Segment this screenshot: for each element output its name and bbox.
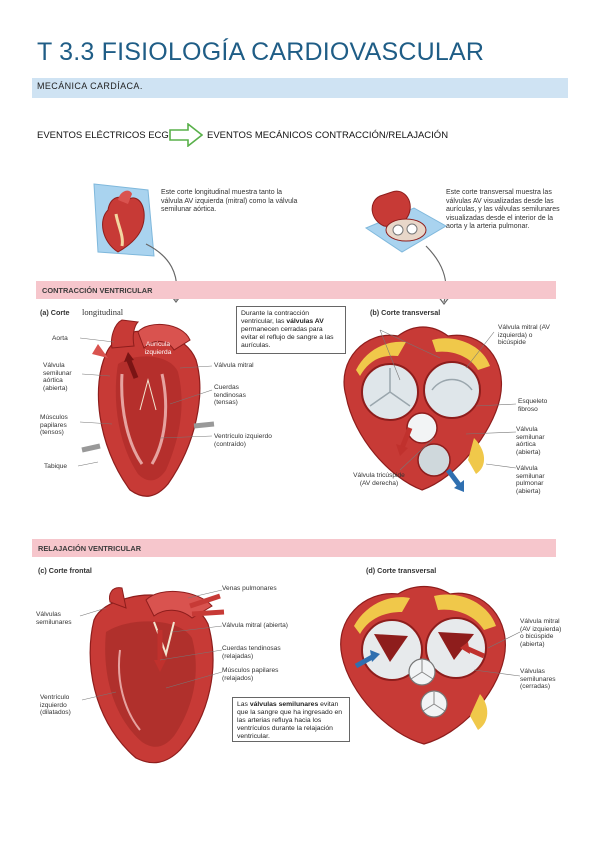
label-valvulas-semilunares: Válvulas semilunares — [36, 611, 72, 626]
label-b-valvula-mitral: Válvula mitral (AV izquierda) o bicúspid… — [498, 324, 550, 347]
label-musculos-papilares: Músculos papilares (tensos) — [40, 414, 68, 437]
band-contraction — [36, 281, 556, 299]
leader-lines-c — [79, 589, 223, 701]
heart-thumbnail-transversal — [364, 190, 448, 253]
label-b-semilunar-aortica: Válvula semilunar aórtica (abierta) — [516, 426, 545, 456]
label-tabique: Tabique — [44, 463, 68, 470]
label-auricula-izquierda: Aurícula izquierda — [144, 341, 172, 356]
panel-b-title: (b) Corte transversal — [370, 308, 441, 317]
panel-a-title: (a) Corte — [40, 308, 70, 317]
label-musculos-relajados: Músculos papilares (relajados) — [222, 667, 279, 682]
heart-frontal-relaxation — [89, 587, 225, 764]
leader-lines-d — [473, 631, 521, 677]
label-valvula-semilunar-aortica: Válvula semilunar aórtica (abierta) — [43, 362, 72, 392]
flow-right-text: EVENTOS MECÁNICOS CONTRACCIÓN/RELAJACIÓN — [207, 130, 449, 141]
section-heading: MECÁNICA CARDÍACA. — [37, 81, 143, 91]
caption-transversal: Este corte transversal muestra las válvu… — [446, 189, 560, 230]
section-bar — [32, 78, 568, 98]
label-cuerdas-tendinosas: Cuerdas tendinosas (tensas) — [214, 384, 246, 407]
note-box-semilunar-valves: Las válvulas semilunares evitan que la s… — [232, 697, 350, 742]
caption-longitudinal: Este corte longitudinal muestra tanto la… — [161, 189, 298, 213]
flow-left-text: EVENTOS ELÉCTRICOS ECG — [37, 130, 169, 141]
heart-longitudinal-contraction — [81, 319, 215, 497]
band-relaxation-title: RELAJACIÓN VENTRICULAR — [38, 544, 142, 553]
label-b-tricuspide: Válvula tricúspide (AV derecha) — [353, 472, 405, 487]
panel-a-handwritten-note: longitudinal — [82, 307, 124, 317]
label-cuerdas-relajadas: Cuerdas tendinosas (relajadas) — [222, 645, 281, 660]
leader-lines-b — [379, 329, 517, 471]
band-contraction-title: CONTRACCIÓN VENTRICULAR — [42, 286, 153, 295]
band-relaxation — [32, 539, 556, 557]
label-d-valvulas-semilunares: Válvulas semilunares (cerradas) — [520, 668, 556, 691]
heart-transversal-contraction — [343, 326, 502, 492]
label-b-semilunar-pulmonar: Válvula semilunar pulmonar (abierta) — [516, 465, 545, 495]
label-d-valvula-mitral: Válvula mitral (AV izquierda) o bicúspid… — [520, 618, 562, 648]
label-ventriculo-dilatados: Ventrículo izquierdo (dilatados) — [40, 694, 71, 717]
label-aorta: Aorta — [52, 335, 68, 342]
label-valvula-mitral: Válvula mitral — [214, 362, 254, 369]
label-ventriculo-izquierdo: Ventrículo izquierdo (contraído) — [214, 433, 272, 448]
note-box-av-valves: Durante la contracción ventricular, las … — [236, 306, 346, 354]
panel-d-title: (d) Corte transversal — [366, 566, 437, 575]
label-b-esqueleto-fibroso: Esqueleto fibroso — [518, 398, 548, 413]
page-title: T 3.3 FISIOLOGÍA CARDIOVASCULAR — [37, 38, 485, 66]
arrow-right-icon — [169, 123, 203, 147]
leader-lines-a — [77, 337, 213, 467]
panel-c-title: (c) Corte frontal — [38, 566, 92, 575]
label-venas-pulmonares: Venas pulmonares — [222, 585, 277, 592]
heart-thumbnail-longitudinal — [93, 183, 155, 257]
label-valvula-mitral-abierta: Válvula mitral (abierta) — [222, 622, 288, 629]
heart-transversal-relaxation — [340, 585, 506, 745]
